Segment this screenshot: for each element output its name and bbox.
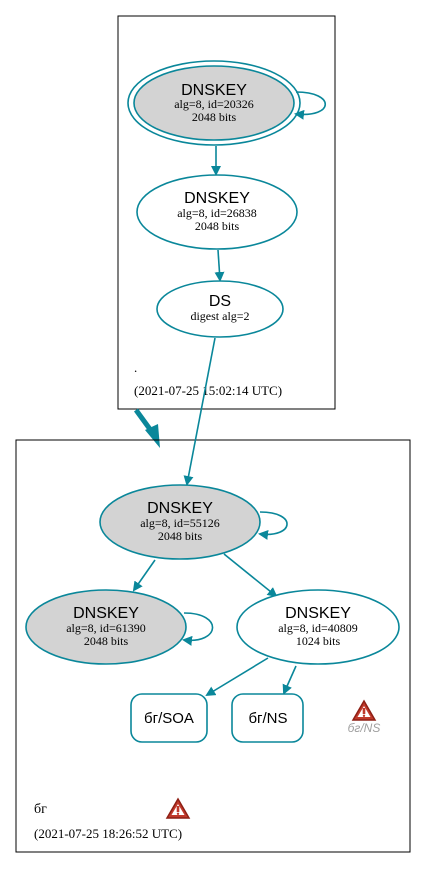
node-title: DNSKEY	[181, 82, 247, 99]
node-bits: 2048 bits	[158, 529, 203, 543]
edge-bg-zsk-soa	[205, 657, 269, 697]
root-zsk-node[interactable]: DNSKEY alg=8, id=26838 2048 bits	[136, 174, 298, 250]
node-label: бг/NS	[248, 710, 287, 727]
edges	[132, 91, 326, 697]
bg-key-61390-node[interactable]: DNSKEY alg=8, id=61390 2048 bits	[25, 589, 187, 665]
edge-root-zsk-ds	[214, 249, 225, 282]
bg-ns-warning-node[interactable]: бг/NS	[348, 699, 381, 735]
edge-bg-ksk-zsk	[223, 553, 278, 598]
delegation-arrow	[133, 408, 160, 448]
node-alg-id: alg=8, id=26838	[177, 206, 257, 220]
bg-ns-node[interactable]: бг/NS	[231, 693, 304, 743]
bg-zone-border	[15, 439, 411, 853]
edge-bg-ksk-self	[258, 511, 288, 540]
bg-zone-timestamp: (2021-07-25 18:26:52 UTC)	[34, 826, 182, 841]
zone-warning-icon[interactable]	[165, 797, 191, 819]
node-alg-id: alg=8, id=40809	[278, 621, 358, 635]
node-title: DNSKEY	[73, 605, 139, 622]
edge-ds-bg-ksk	[183, 337, 216, 486]
bg-zone-cluster: бг (2021-07-25 18:26:52 UTC)	[15, 439, 411, 853]
node-alg-id: alg=8, id=61390	[66, 621, 146, 635]
node-title: DS	[209, 293, 231, 310]
node-title: DNSKEY	[147, 500, 213, 517]
root-zone-cluster: . (2021-07-25 15:02:14 UTC)	[117, 15, 336, 410]
bg-soa-node[interactable]: бг/SOA	[130, 693, 208, 743]
bg-ksk-node[interactable]: DNSKEY alg=8, id=55126 2048 bits	[99, 484, 261, 560]
node-bits: 2048 bits	[192, 110, 237, 124]
root-zone-name: .	[134, 360, 137, 375]
edge-bg-key2-self	[182, 612, 214, 646]
root-zone-border	[117, 15, 336, 410]
node-digest: digest alg=2	[190, 309, 249, 323]
node-bits: 2048 bits	[195, 219, 240, 233]
node-alg-id: alg=8, id=20326	[174, 97, 254, 111]
root-ds-node[interactable]: DS digest alg=2	[156, 280, 284, 338]
node-label: бг/NS	[348, 721, 381, 735]
bg-zsk-node[interactable]: DNSKEY alg=8, id=40809 1024 bits	[236, 589, 400, 665]
edge-root-ksk-self	[294, 91, 326, 120]
node-alg-id: alg=8, id=55126	[140, 516, 220, 530]
node-title: DNSKEY	[285, 605, 351, 622]
node-title: DNSKEY	[184, 190, 250, 207]
node-bits: 2048 bits	[84, 634, 129, 648]
node-label: бг/SOA	[144, 710, 194, 727]
edge-bg-zsk-ns	[282, 665, 297, 695]
edge-bg-ksk-key2	[132, 559, 156, 592]
root-zone-timestamp: (2021-07-25 15:02:14 UTC)	[134, 383, 282, 398]
root-ksk-node[interactable]: DNSKEY alg=8, id=20326 2048 bits	[127, 60, 301, 146]
warning-icon	[351, 699, 377, 721]
node-bits: 1024 bits	[296, 634, 341, 648]
bg-zone-name: бг	[34, 802, 47, 817]
